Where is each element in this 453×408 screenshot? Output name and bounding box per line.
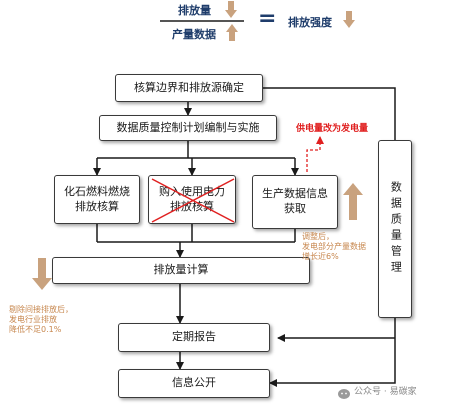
purchased-power-box: 购入使用电力排放核算: [148, 175, 236, 224]
fossil-box: 化石燃料燃烧排放核算: [54, 175, 140, 224]
boundary-label: 核算边界和排放源确定: [134, 80, 244, 94]
equals-sign: =: [258, 6, 277, 31]
cross-out-icon: [151, 178, 235, 223]
quality-mgmt-label: 数据质量管理: [389, 181, 403, 277]
quality-mgmt-box: 数据质量管理: [378, 140, 412, 318]
large-arrow-up-icon: [343, 183, 363, 224]
production-box: 生产数据信息获取: [252, 175, 338, 229]
deduct-note: 剔除间接排放后， 发电行业排放 降低不足0.1%: [9, 305, 73, 334]
formula-numerator: 排放量: [178, 4, 211, 17]
fraction-bar: [160, 20, 244, 22]
boundary-box: 核算边界和排放源确定: [115, 74, 263, 102]
report-box: 定期报告: [118, 323, 270, 352]
disclosure-label: 信息公开: [172, 376, 216, 390]
large-arrow-down-icon: [32, 258, 52, 294]
plan-box: 数据质量控制计划编制与实施: [99, 115, 277, 141]
plan-label: 数据质量控制计划编制与实施: [116, 120, 260, 134]
disclosure-box: 信息公开: [118, 369, 270, 398]
arrow-down-icon: [343, 11, 355, 32]
power-change-note: 供电量改为发电量: [296, 124, 369, 134]
report-label: 定期报告: [172, 330, 216, 344]
watermark: 公众号 · 易碳家: [354, 387, 417, 397]
purchased-label: 购入使用电力排放核算: [159, 184, 225, 213]
calc-label: 排放量计算: [153, 263, 209, 277]
adjust-note: 调整后， 发电部分产量数据 增长近6%: [302, 232, 366, 261]
arrow-down-icon: [225, 1, 237, 22]
production-label: 生产数据信息获取: [262, 187, 328, 215]
calc-box: 排放量计算: [52, 257, 310, 284]
formula-denominator: 产量数据: [172, 28, 216, 41]
wechat-icon: [338, 385, 352, 404]
fossil-label: 化石燃料燃烧排放核算: [64, 184, 130, 213]
formula-result: 排放强度: [288, 16, 332, 29]
arrow-up-icon: [226, 24, 238, 45]
